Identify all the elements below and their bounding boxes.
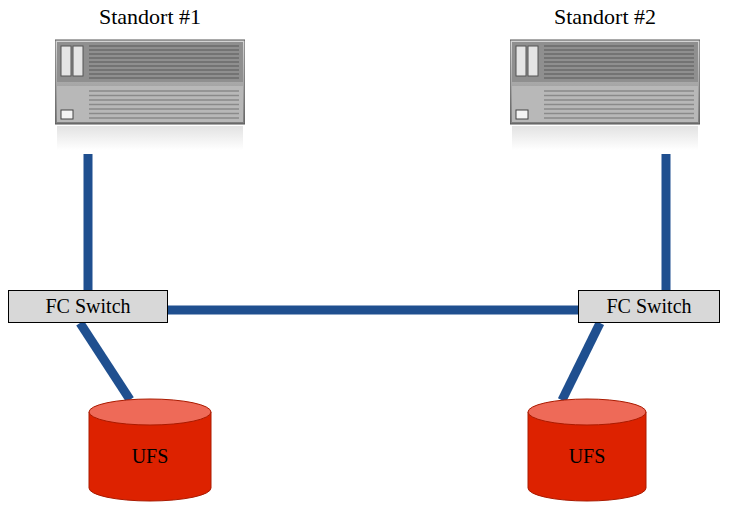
vent-grille	[544, 45, 694, 47]
vent-grille	[544, 117, 694, 119]
drive-bay	[73, 46, 83, 76]
vent-grille	[544, 77, 694, 79]
site-title: Standort #2	[510, 4, 700, 34]
server-upper-panel	[57, 42, 243, 82]
vent-grille	[89, 49, 239, 51]
storage-label: UFS	[569, 445, 606, 468]
switch-box: FC Switch	[8, 290, 168, 323]
drive-bay	[516, 46, 526, 76]
switch-box: FC Switch	[578, 290, 720, 323]
vent-grille	[544, 108, 694, 110]
cylinder-top	[89, 399, 211, 425]
vent-grille	[544, 57, 694, 59]
vent-grille	[89, 57, 239, 59]
vent-grille	[89, 69, 239, 71]
vent-grille	[544, 113, 694, 115]
vent-grille	[544, 73, 694, 75]
storage-label: UFS	[132, 445, 169, 468]
fc-link	[168, 306, 578, 315]
vent-grille	[544, 53, 694, 55]
vent-grille	[89, 90, 239, 92]
server-node: Standort #1	[55, 4, 245, 154]
vent-grille	[544, 65, 694, 67]
server-lower-panel	[57, 86, 243, 122]
fc-link	[84, 154, 93, 290]
vent-grille	[544, 99, 694, 101]
switch-label: FC Switch	[45, 295, 130, 318]
vent-grille	[89, 95, 239, 97]
storage-cylinder: UFS	[527, 398, 647, 502]
vent-grille	[544, 49, 694, 51]
storage-cylinder: UFS	[88, 398, 212, 502]
vent-grille	[89, 117, 239, 119]
server-node: Standort #2	[510, 4, 700, 154]
server-reflection	[512, 126, 698, 150]
vent-grille	[89, 113, 239, 115]
vent-grille	[89, 99, 239, 101]
power-button	[516, 110, 528, 119]
vent-grille	[544, 69, 694, 71]
fc-link	[662, 154, 671, 290]
site-title: Standort #1	[55, 4, 245, 34]
vent-grille	[89, 108, 239, 110]
drive-bay	[61, 46, 71, 76]
vent-grille	[544, 90, 694, 92]
fc-link	[562, 323, 600, 400]
switch-label: FC Switch	[606, 295, 691, 318]
server-chassis	[55, 40, 245, 124]
drive-bay	[528, 46, 538, 76]
vent-grille	[544, 95, 694, 97]
vent-grille	[89, 65, 239, 67]
vent-grille	[89, 104, 239, 106]
cylinder-top	[528, 399, 646, 425]
fc-link	[80, 323, 130, 400]
vent-grille	[89, 53, 239, 55]
server-lower-panel	[512, 86, 698, 122]
vent-grille	[89, 77, 239, 79]
vent-grille	[89, 61, 239, 63]
server-chassis	[510, 40, 700, 124]
server-upper-panel	[512, 42, 698, 82]
power-button	[61, 110, 73, 119]
vent-grille	[89, 45, 239, 47]
vent-grille	[89, 73, 239, 75]
vent-grille	[544, 61, 694, 63]
server-reflection	[57, 126, 243, 150]
vent-grille	[544, 104, 694, 106]
